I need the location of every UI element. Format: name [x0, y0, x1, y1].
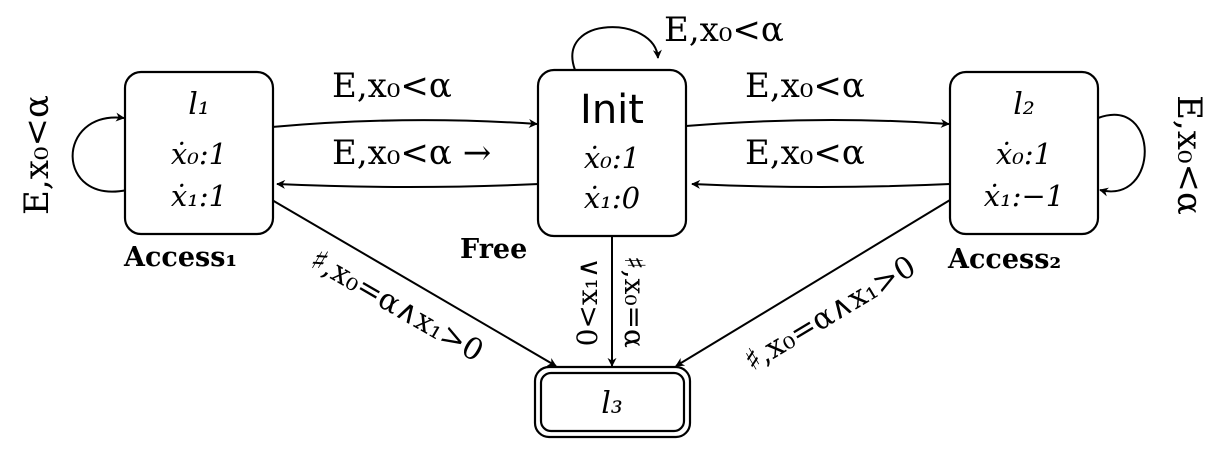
- state-init-label: Free: [460, 234, 527, 265]
- state-access1-name: l₁: [188, 87, 210, 122]
- edge-access1-to-l3: [271, 199, 557, 367]
- label-init-self: E,x₀<α: [664, 10, 784, 50]
- edge-access2-to-init: [691, 179, 951, 189]
- label-access2-self: E,x₀<α: [1169, 95, 1209, 215]
- state-access1-flow-x0: ẋ₀:1: [171, 137, 227, 171]
- edge-init-to-access2: [685, 118, 950, 128]
- state-access2-flow-x0: ẋ₀:1: [996, 137, 1052, 171]
- state-access1-box: [123, 70, 275, 236]
- edge-init-self-loop: [571, 26, 662, 71]
- label-access2-to-l3: ♯,x₀=α∧x₁>0: [738, 249, 922, 379]
- state-access2: l₂ ẋ₀:1 ẋ₁:−1 Access₂: [947, 70, 1100, 275]
- label-access1-self: E,x₀<α: [17, 95, 57, 215]
- state-access2-label: Access₂: [947, 244, 1061, 275]
- state-access2-flow-x1: ẋ₁:−1: [984, 179, 1065, 213]
- label-init-to-l3-reset: ♯,x₀=α: [618, 256, 651, 348]
- state-access2-name: l₂: [1013, 87, 1035, 122]
- state-access1-label: Access₁: [123, 242, 237, 273]
- state-init-flow-x0: ẋ₀:1: [584, 141, 640, 175]
- state-access2-box: [948, 70, 1100, 236]
- label-access1-to-init: E,x₀<α: [332, 66, 452, 106]
- state-init-box: [536, 68, 688, 238]
- state-l3-name: l₃: [601, 386, 623, 421]
- edge-access2-to-l3: [675, 199, 951, 367]
- label-access2-to-init: E,x₀<α: [745, 133, 865, 173]
- edge-init-to-access1: [276, 179, 540, 189]
- label-init-to-access2: E,x₀<α: [745, 66, 865, 106]
- edge-access2-self-loop: [1097, 114, 1146, 197]
- label-init-to-l3-guard: 0<x₁∧: [571, 258, 604, 347]
- state-access1-flow-x1: ẋ₁:1: [171, 179, 227, 213]
- edge-access1-self-loop: [71, 112, 128, 193]
- edge-access1-to-init: [271, 118, 538, 128]
- state-init: Init ẋ₀:1 ẋ₁:0 Free: [460, 68, 688, 265]
- label-init-to-access1: E,x₀<α →: [332, 133, 491, 173]
- state-access1: l₁ ẋ₀:1 ẋ₁:1 Access₁: [123, 70, 275, 273]
- state-init-name: Init: [580, 87, 644, 133]
- state-l3: l₃: [533, 365, 692, 439]
- state-init-flow-x1: ẋ₁:0: [584, 181, 640, 215]
- edges: [71, 26, 1146, 367]
- state-l3-inner-box: [539, 371, 686, 433]
